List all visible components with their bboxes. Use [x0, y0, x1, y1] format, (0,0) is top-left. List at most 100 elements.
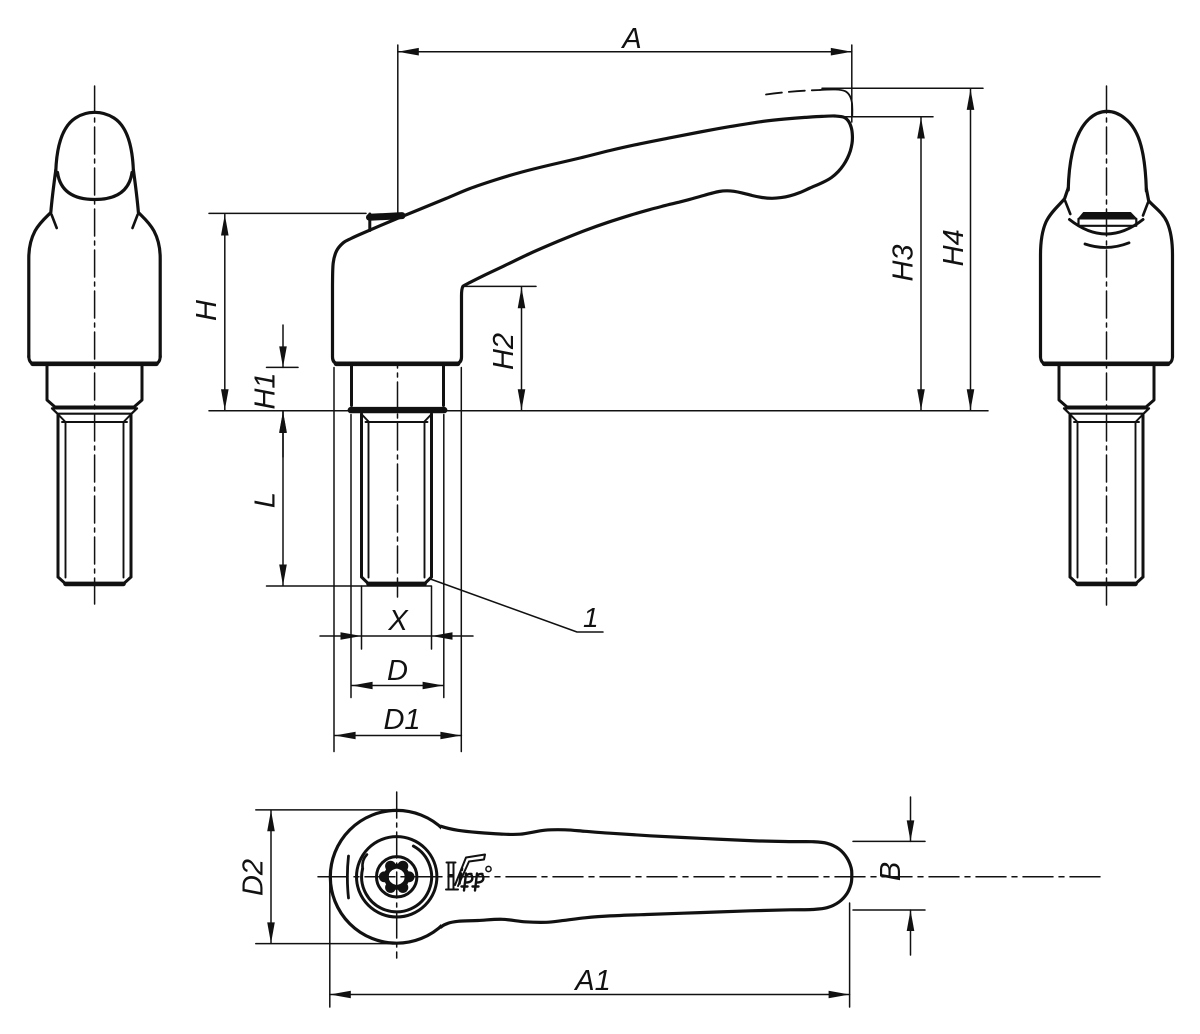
right-view-stud-outline — [1068, 413, 1145, 586]
dim-L: L — [250, 411, 432, 587]
kipp-logo-p2 — [471, 872, 485, 892]
dim-H4-arrow-top — [966, 88, 975, 110]
dim-H2-arrow-top — [517, 287, 526, 309]
lever-outline — [330, 114, 855, 366]
dim-A1-arrow-left — [329, 990, 351, 999]
dim-D-arrow-right — [422, 681, 444, 690]
kipp-logo-r-mark — [485, 865, 492, 873]
left-view-neck-tick-left — [50, 213, 58, 230]
phantom-handle-tip — [819, 88, 854, 117]
dim-H3-arrow-bottom — [917, 389, 925, 411]
dim-H: H — [191, 212, 367, 412]
dim-H3-label: H3 — [887, 244, 919, 281]
phantom-handle-top — [765, 89, 821, 96]
dim-D1: D1 — [333, 366, 463, 753]
right-view-pad-face — [1077, 217, 1138, 227]
front-view — [330, 88, 855, 598]
dim-H2-label: H2 — [488, 333, 520, 370]
dim-D1-arrow-left — [334, 731, 356, 740]
dim-B: B — [852, 796, 926, 956]
right-view-neck-left — [1038, 186, 1070, 359]
left-view-thread — [57, 413, 132, 579]
leader-label: 1 — [583, 602, 599, 633]
hub-pad-top — [366, 212, 406, 221]
dim-X-arrow-right — [431, 632, 453, 640]
plan-view-dimensions: D2 B A1 — [238, 796, 926, 1008]
left-view-neck-left — [27, 168, 58, 359]
dim-D1-label: D1 — [383, 704, 420, 736]
dim-A-arrow-right — [830, 47, 852, 56]
right-view-boss — [1057, 364, 1156, 409]
dim-H4: H4 — [821, 87, 984, 412]
dim-H4-label: H4 — [938, 229, 970, 266]
front-stud-thread — [361, 413, 432, 579]
dim-D2: D2 — [238, 809, 397, 945]
dim-H-arrow-bottom — [221, 389, 229, 411]
right-view-contour-arc — [1083, 241, 1131, 249]
torx-lobe-icon — [403, 871, 415, 883]
left-view-collar — [50, 407, 139, 415]
dim-D: D — [350, 413, 445, 699]
plan-handle-outline — [439, 824, 854, 929]
right-view-thread — [1069, 413, 1144, 579]
plan-circlip-end — [361, 853, 369, 870]
dim-H2: H2 — [463, 285, 537, 412]
torx-lobe-icon — [397, 860, 409, 872]
dim-A-label: A — [620, 23, 641, 55]
dim-D-label: D — [387, 655, 408, 687]
left-view-neck-tick-right — [131, 213, 139, 230]
dim-H3: H3 — [838, 116, 934, 412]
kipp-logo-i — [458, 867, 464, 885]
right-end-view — [1038, 85, 1175, 607]
right-view-neck-tick-left — [1063, 199, 1072, 216]
plan-view: Kipp — [317, 791, 1103, 959]
dim-H-label: H — [191, 300, 223, 321]
front-boss-sides — [350, 364, 445, 407]
dim-A1-arrow-right — [828, 990, 850, 999]
dim-D2-arrow-top — [267, 810, 275, 832]
left-view-fingernail-arc — [55, 170, 134, 202]
dim-X: X — [319, 585, 474, 650]
front-stud-outline — [360, 412, 433, 586]
right-view-neck-tick-right — [1141, 201, 1150, 217]
dim-H4-arrow-bottom — [966, 389, 975, 411]
dim-B-arrow-bottom — [906, 910, 915, 931]
dim-B-arrow-top — [906, 820, 915, 842]
dim-B-label: B — [875, 862, 907, 881]
dim-D-arrow-left — [351, 681, 373, 690]
right-view-neck-right — [1144, 187, 1175, 359]
left-end-view — [27, 85, 162, 605]
dim-A: A — [397, 23, 853, 214]
leader-line — [428, 577, 604, 633]
dim-H-arrow-top — [221, 214, 229, 236]
right-view-pad-top — [1077, 212, 1138, 220]
torx-lobe-icon — [385, 882, 396, 893]
left-view-neck-right — [131, 168, 162, 359]
dim-L-label: L — [250, 492, 282, 508]
dim-A1-label: A1 — [573, 965, 610, 997]
kipp-logo-flag — [454, 853, 486, 887]
right-view-dome-outline — [1066, 109, 1148, 193]
dim-H3-arrow-top — [917, 117, 925, 139]
kipp-logo-p1 — [460, 872, 474, 892]
dim-H1-arrow-top — [279, 346, 287, 368]
torx-lobe-icon — [385, 860, 396, 872]
leader-callout-1: 1 — [428, 577, 604, 633]
kipp-logo-k-stem — [445, 861, 459, 891]
left-view-boss — [45, 364, 144, 409]
dim-D1-arrow-right — [440, 731, 462, 740]
dim-L-arrow-top — [279, 412, 287, 433]
plan-circlip-inner — [360, 844, 434, 914]
right-view-hub-arc — [1068, 218, 1145, 236]
left-view-stud-outline — [56, 413, 133, 586]
dim-D2-arrow-bottom — [267, 922, 275, 944]
dim-H1-label: H1 — [250, 372, 282, 409]
left-view-dome-outline — [54, 110, 135, 173]
torx-lobe-icon — [397, 882, 409, 893]
dim-A1: A1 — [329, 880, 851, 1008]
dim-L-arrow-bottom — [279, 564, 287, 586]
front-view-dimensions: A H H1 H2 — [191, 23, 989, 753]
dim-H1: H1 — [250, 324, 299, 458]
